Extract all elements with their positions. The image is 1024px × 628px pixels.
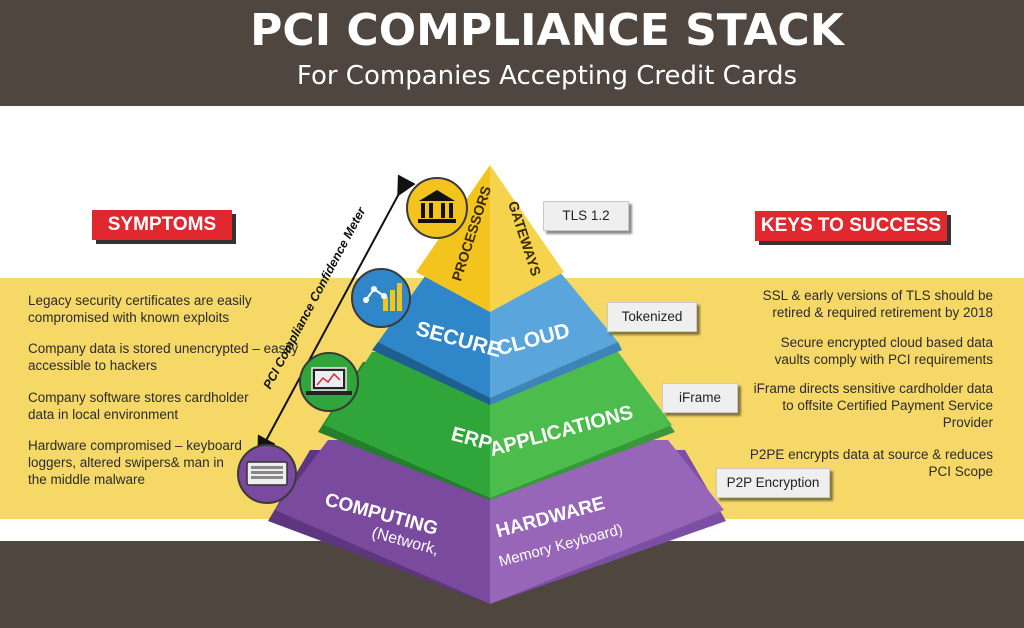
bank-icon [406,177,468,239]
laptop-icon [299,352,359,412]
header-band [0,0,1024,106]
chart-icon [351,268,411,328]
page-title: PCI COMPLIANCE STACK [250,5,844,56]
symptoms-ribbon: SYMPTOMS [92,210,232,240]
tag-p2p: P2P Encryption [716,468,830,498]
pyramid-layer-gateways: PROCESSORS GATEWAYS [416,165,564,312]
keyboard-icon [237,444,297,504]
pyramid-layer-hardware: COMPUTING (Network, HARDWARE Memory Keyb… [268,440,726,604]
tag-tokenized: Tokenized [607,302,697,332]
keys-ribbon: KEYS TO SUCCESS [755,211,947,241]
tag-iframe: iFrame [662,383,738,413]
tag-tls: TLS 1.2 [543,201,629,231]
symptom-item: Company data is stored unencrypted – eas… [28,341,299,373]
key-item: iFrame directs sensitive cardholder data… [753,381,993,430]
page-subtitle: For Companies Accepting Credit Cards [296,61,798,91]
confidence-meter-arrow [257,174,416,457]
